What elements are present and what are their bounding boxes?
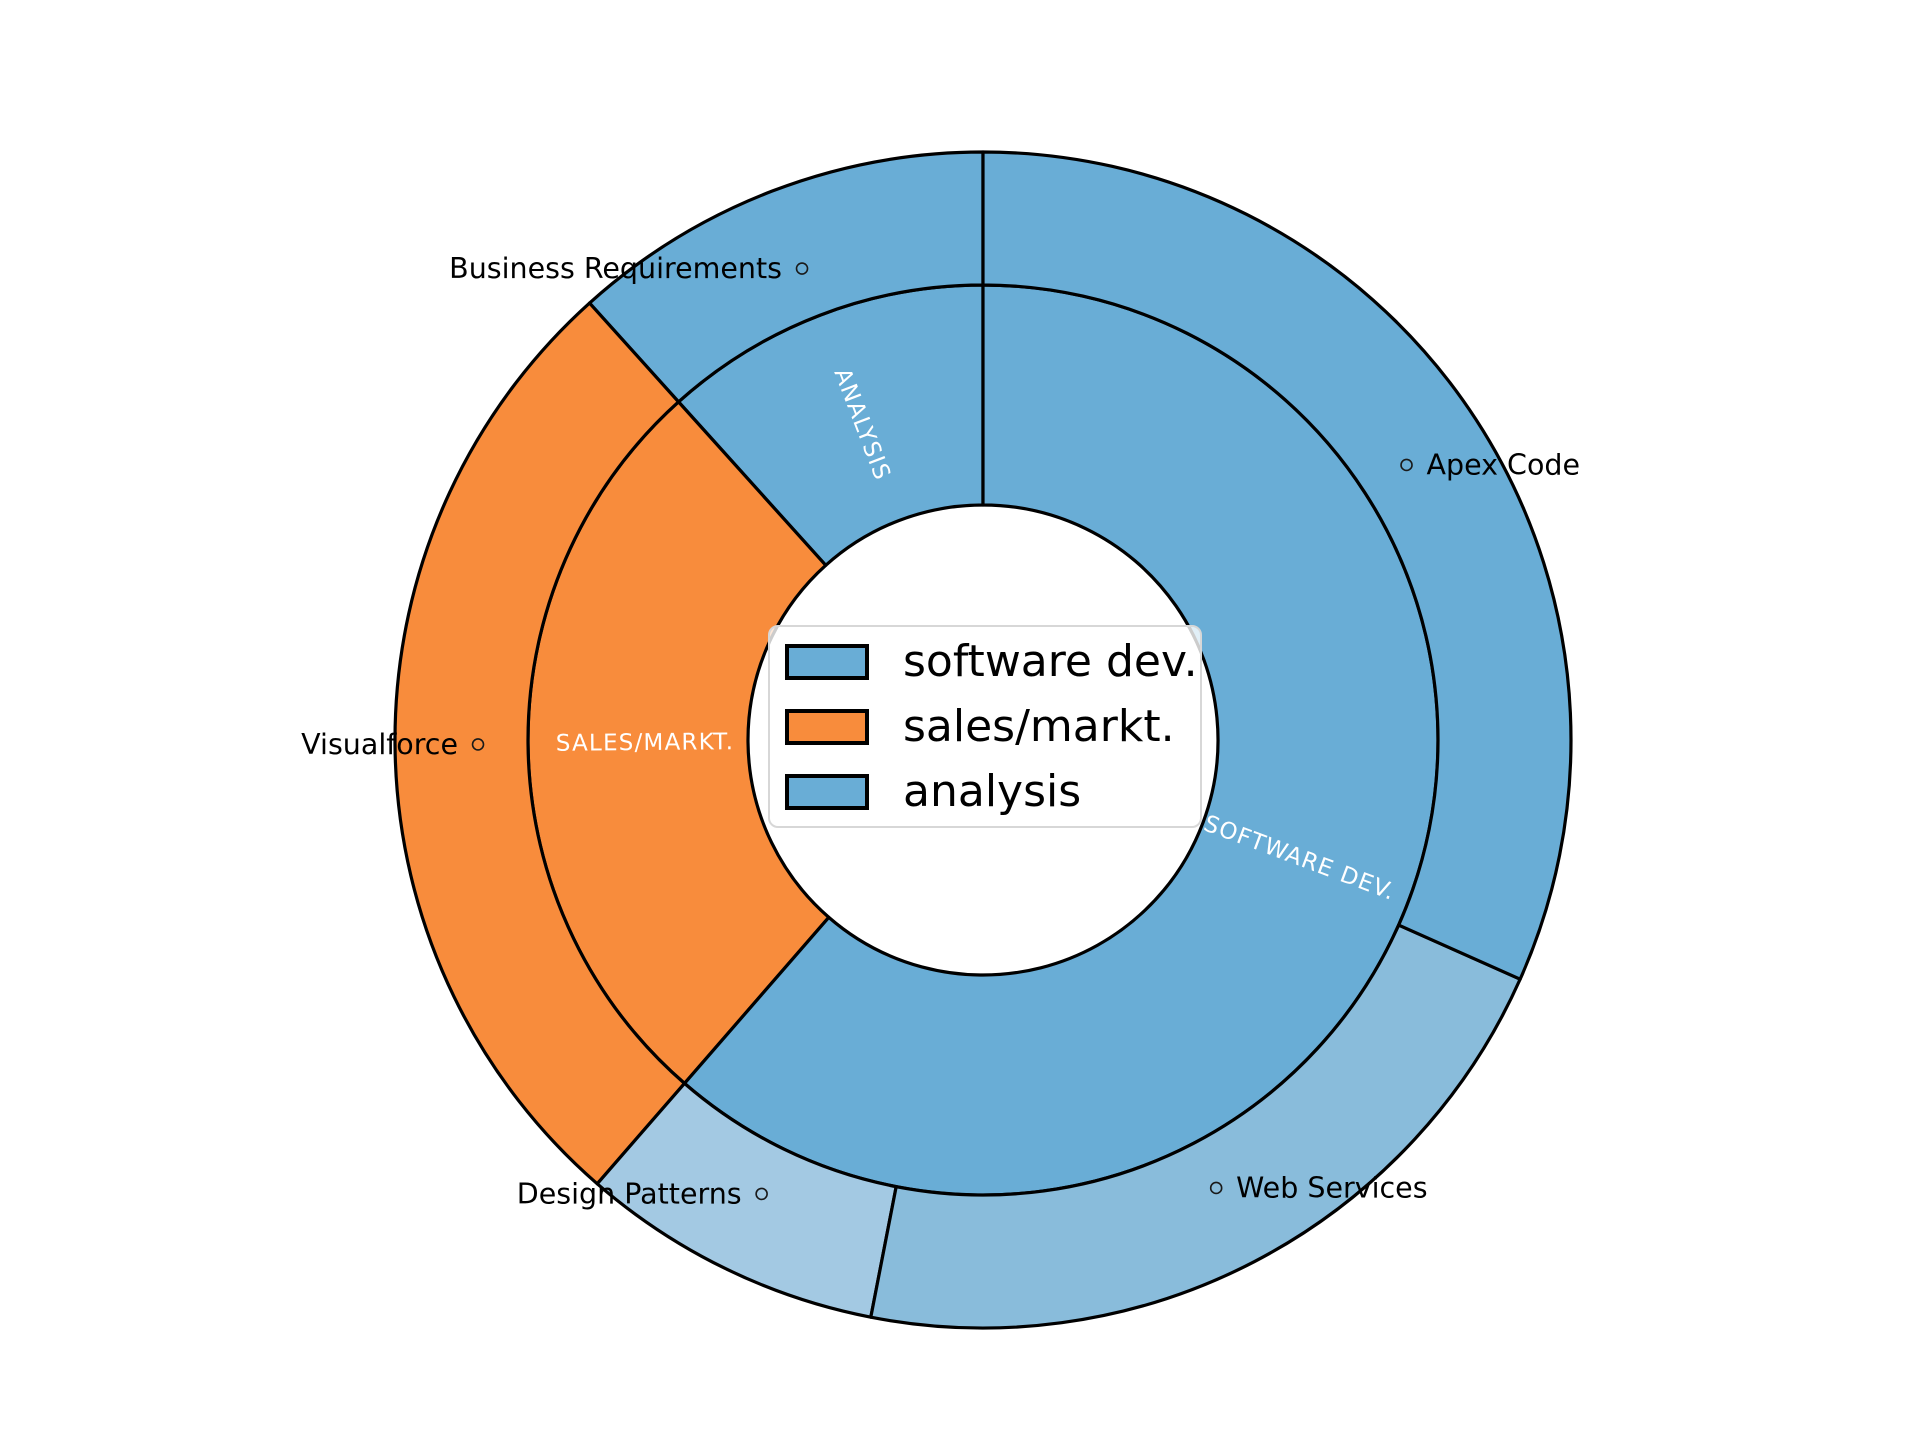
outer-ring-label-visualforce: Visualforce [301,728,458,761]
leader-marker-visualforce [471,738,485,751]
legend-label-sales-markt: sales/markt. [903,700,1175,752]
outer-ring-label-business-requirements: Business Requirements [449,252,782,285]
legend-label-analysis: analysis [903,765,1082,817]
leader-marker-web-services [1209,1181,1223,1195]
legend-item-analysis: analysis [785,765,1200,817]
outer-ring-label-apex-code: Apex Code [1427,448,1581,481]
legend-item-sales-markt: sales/markt. [785,700,1200,752]
legend: software dev. sales/markt. analysis [768,625,1202,828]
legend-item-software-dev: software dev. [785,635,1200,687]
wedge-outer-web-services [869,923,1522,1330]
outer-ring-label-web-services: Web Services [1236,1171,1427,1204]
legend-swatch-analysis [785,773,869,810]
wedge-outer-visualforce [393,301,687,1186]
leader-marker-apex-code [1400,458,1413,472]
legend-label-software-dev: software dev. [903,635,1198,687]
leader-marker-business-requirements [795,262,809,275]
leader-marker-design-patterns [755,1187,768,1201]
legend-swatch-sales-markt [785,708,869,745]
inner-ring-label-sales-markt: SALES/MARKT. [556,729,735,757]
wedge-outer-apex-code [981,150,1573,981]
legend-swatch-software-dev [785,643,869,680]
outer-ring-label-design-patterns: Design Patterns [517,1177,742,1210]
